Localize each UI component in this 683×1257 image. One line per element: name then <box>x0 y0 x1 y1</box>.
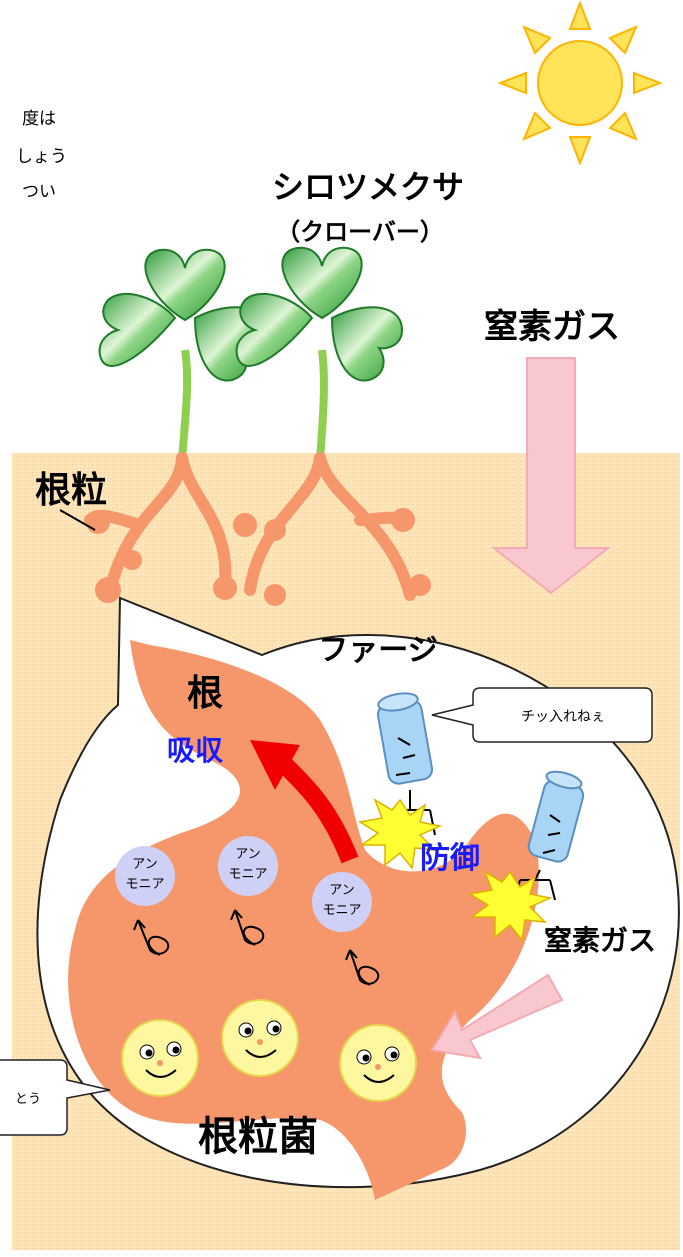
sun-icon <box>497 0 663 166</box>
rhizobium-icon <box>121 1019 199 1097</box>
phage-icon <box>357 692 443 870</box>
phage-icon-2 <box>467 770 585 942</box>
phage-speech-bubble: チッ入れねぇ <box>431 687 653 743</box>
ammonia-molecule: アン モニア <box>312 872 372 932</box>
ammonia-label-line1: アン <box>132 857 157 872</box>
rhizobium-icon <box>339 1024 417 1102</box>
intro-line-2: しょう <box>16 147 67 167</box>
nitrogen-gas-arrow <box>491 357 611 595</box>
ammonia-label-line2: モニア <box>228 867 267 882</box>
release-arrows <box>133 909 380 986</box>
bacteria-speech-text: とう <box>15 1092 41 1107</box>
ammonia-label-line2: モニア <box>322 903 361 918</box>
nodule-label: 根粒 <box>35 470 107 511</box>
ammonia-label-line1: アン <box>235 847 260 862</box>
nitrogen-gas-label-inner: 窒素ガス <box>544 924 656 957</box>
ammonia-label-line2: モニア <box>125 877 164 892</box>
root-label: 根 <box>187 673 223 714</box>
defense-label: 防御 <box>420 841 480 876</box>
plant-alt-name: （クローバー） <box>276 218 444 246</box>
clover-plant <box>84 246 431 606</box>
phage-speech-text: チッ入れねぇ <box>521 709 605 725</box>
rhizobium-icon <box>221 999 299 1077</box>
nodule-pointer-line <box>59 509 96 531</box>
absorption-label: 吸収 <box>167 734 224 767</box>
absorption-arrow <box>250 740 359 864</box>
ammonia-molecule: アン モニア <box>218 836 278 896</box>
intro-line-3: つい <box>22 182 56 202</box>
phage-label: ファージ <box>318 633 437 668</box>
plant-name: シロツメクサ <box>272 168 464 206</box>
ammonia-molecule: アン モニア <box>115 846 175 906</box>
intro-text: 度は しょう つい <box>16 109 67 202</box>
nitrogen-gas-arrow-inner <box>430 973 564 1060</box>
nitrogen-gas-label-top: 窒素ガス <box>484 307 620 347</box>
ammonia-label-line1: アン <box>329 883 354 898</box>
clover-leaf-right <box>235 246 404 382</box>
intro-line-1: 度は <box>22 109 56 129</box>
bacteria-speech-bubble: とう <box>0 1059 111 1136</box>
rhizobia-label: 根粒菌 <box>198 1114 318 1160</box>
